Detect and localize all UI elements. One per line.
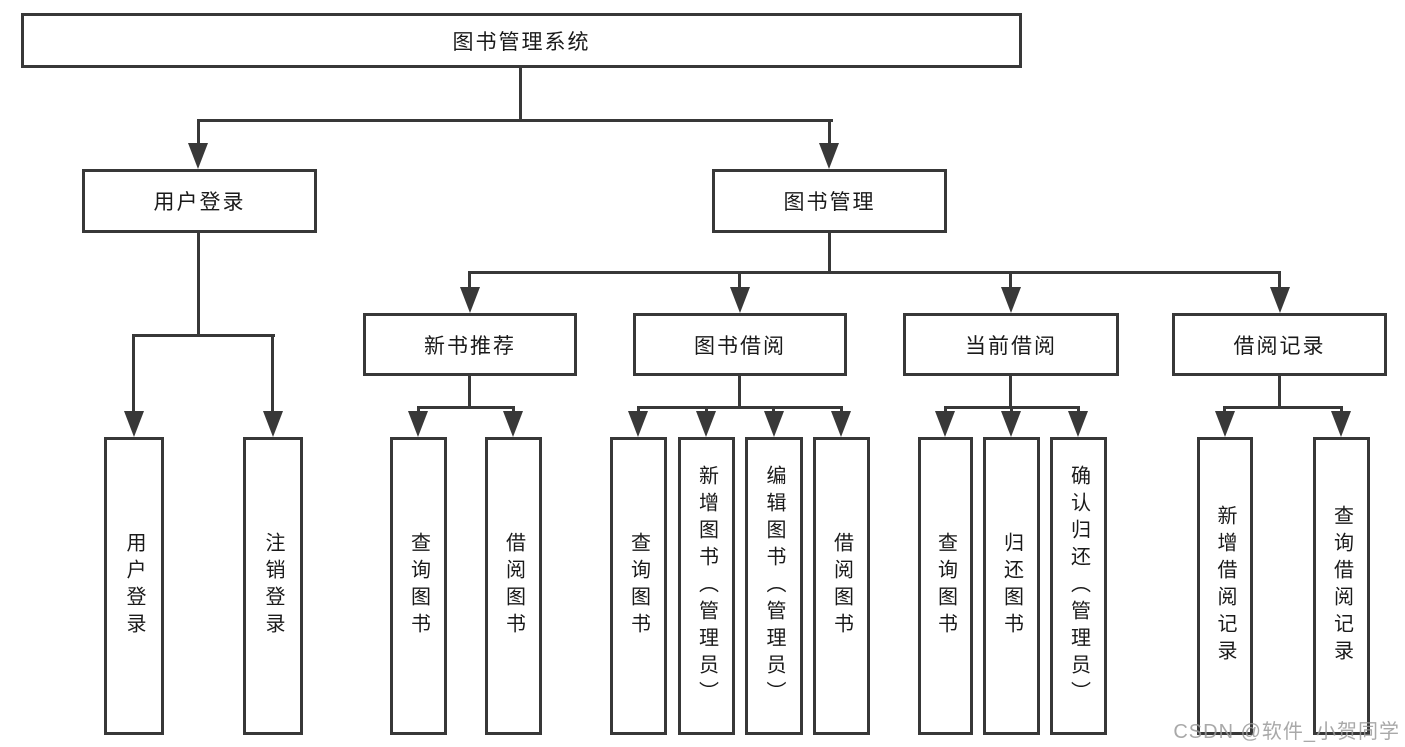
connector-stem xyxy=(1278,374,1281,409)
connector-stem xyxy=(417,406,420,415)
arrow-down-icon xyxy=(503,411,523,437)
connector-stem xyxy=(1278,271,1281,291)
arrow-down-icon xyxy=(764,411,784,437)
arrow-down-icon xyxy=(730,287,750,313)
node-new-book-recommend: 新书推荐 xyxy=(363,313,577,376)
connector-stem xyxy=(828,119,831,147)
node-book-management: 图书管理 xyxy=(712,169,947,233)
leaf-add-borrow-record: 新增借阅记录 xyxy=(1197,437,1253,735)
connector-stem xyxy=(772,406,775,415)
leaf-recommend-borrow-books: 借阅图书 xyxy=(485,437,542,735)
leaf-recommend-query-books: 查询图书 xyxy=(390,437,447,735)
arrow-down-icon xyxy=(819,143,839,169)
connector-stem xyxy=(468,374,471,409)
arrow-down-icon xyxy=(1068,411,1088,437)
arrow-down-icon xyxy=(935,411,955,437)
connector-stem xyxy=(132,334,135,412)
connector-stem xyxy=(468,271,471,291)
node-borrow-records: 借阅记录 xyxy=(1172,313,1387,376)
connector-stem xyxy=(1010,406,1013,415)
connector-stem xyxy=(1077,406,1080,415)
connector-stem xyxy=(1009,374,1012,409)
connector-stem xyxy=(828,231,831,274)
leaf-borrow-books: 借阅图书 xyxy=(813,437,870,735)
leaf-query-borrow-record: 查询借阅记录 xyxy=(1313,437,1370,735)
arrow-down-icon xyxy=(831,411,851,437)
connector-stem xyxy=(705,406,708,415)
arrow-down-icon xyxy=(1270,287,1290,313)
leaf-current-query-books: 查询图书 xyxy=(918,437,973,735)
connector-stem xyxy=(840,406,843,415)
connector-stem xyxy=(1340,406,1343,415)
arrow-down-icon xyxy=(1001,287,1021,313)
node-current-borrow: 当前借阅 xyxy=(903,313,1119,376)
leaf-edit-books-admin: 编辑图书（管理员） xyxy=(745,437,803,735)
connector-stem xyxy=(197,231,200,337)
leaf-user-login: 用户登录 xyxy=(104,437,164,735)
connector-stem xyxy=(1009,271,1012,291)
arrow-down-icon xyxy=(408,411,428,437)
connector-level2-bar xyxy=(197,119,833,122)
leaf-borrow-query-books: 查询图书 xyxy=(610,437,667,735)
connector-stem xyxy=(738,271,741,291)
arrow-down-icon xyxy=(1215,411,1235,437)
arrow-down-icon xyxy=(263,411,283,437)
connector-stem xyxy=(738,374,741,409)
leaf-confirm-return-admin: 确认归还（管理员） xyxy=(1050,437,1107,735)
connector-group-bar xyxy=(637,406,843,409)
leaf-return-books: 归还图书 xyxy=(983,437,1040,735)
arrow-down-icon xyxy=(460,287,480,313)
node-book-borrow: 图书借阅 xyxy=(633,313,847,376)
leaf-add-books-admin: 新增图书（管理员） xyxy=(678,437,735,735)
connector-group-bar xyxy=(132,334,275,337)
node-user-login: 用户登录 xyxy=(82,169,317,233)
connector-stem xyxy=(271,334,274,412)
leaf-logout: 注销登录 xyxy=(243,437,303,735)
arrow-down-icon xyxy=(188,143,208,169)
connector-group-bar xyxy=(417,406,515,409)
connector-level3-bar xyxy=(468,271,1281,274)
connector-stem xyxy=(637,406,640,415)
node-library-system: 图书管理系统 xyxy=(21,13,1022,68)
connector-group-bar xyxy=(1223,406,1343,409)
csdn-watermark: CSDN @软件_小贺同学 xyxy=(1173,721,1400,743)
arrow-down-icon xyxy=(1001,411,1021,437)
connector-stem xyxy=(512,406,515,415)
connector-stem xyxy=(1223,406,1226,415)
connector-stem xyxy=(944,406,947,415)
connector-root-stem xyxy=(519,66,522,122)
arrow-down-icon xyxy=(124,411,144,437)
connector-stem xyxy=(197,119,200,147)
arrow-down-icon xyxy=(628,411,648,437)
arrow-down-icon xyxy=(1331,411,1351,437)
arrow-down-icon xyxy=(696,411,716,437)
